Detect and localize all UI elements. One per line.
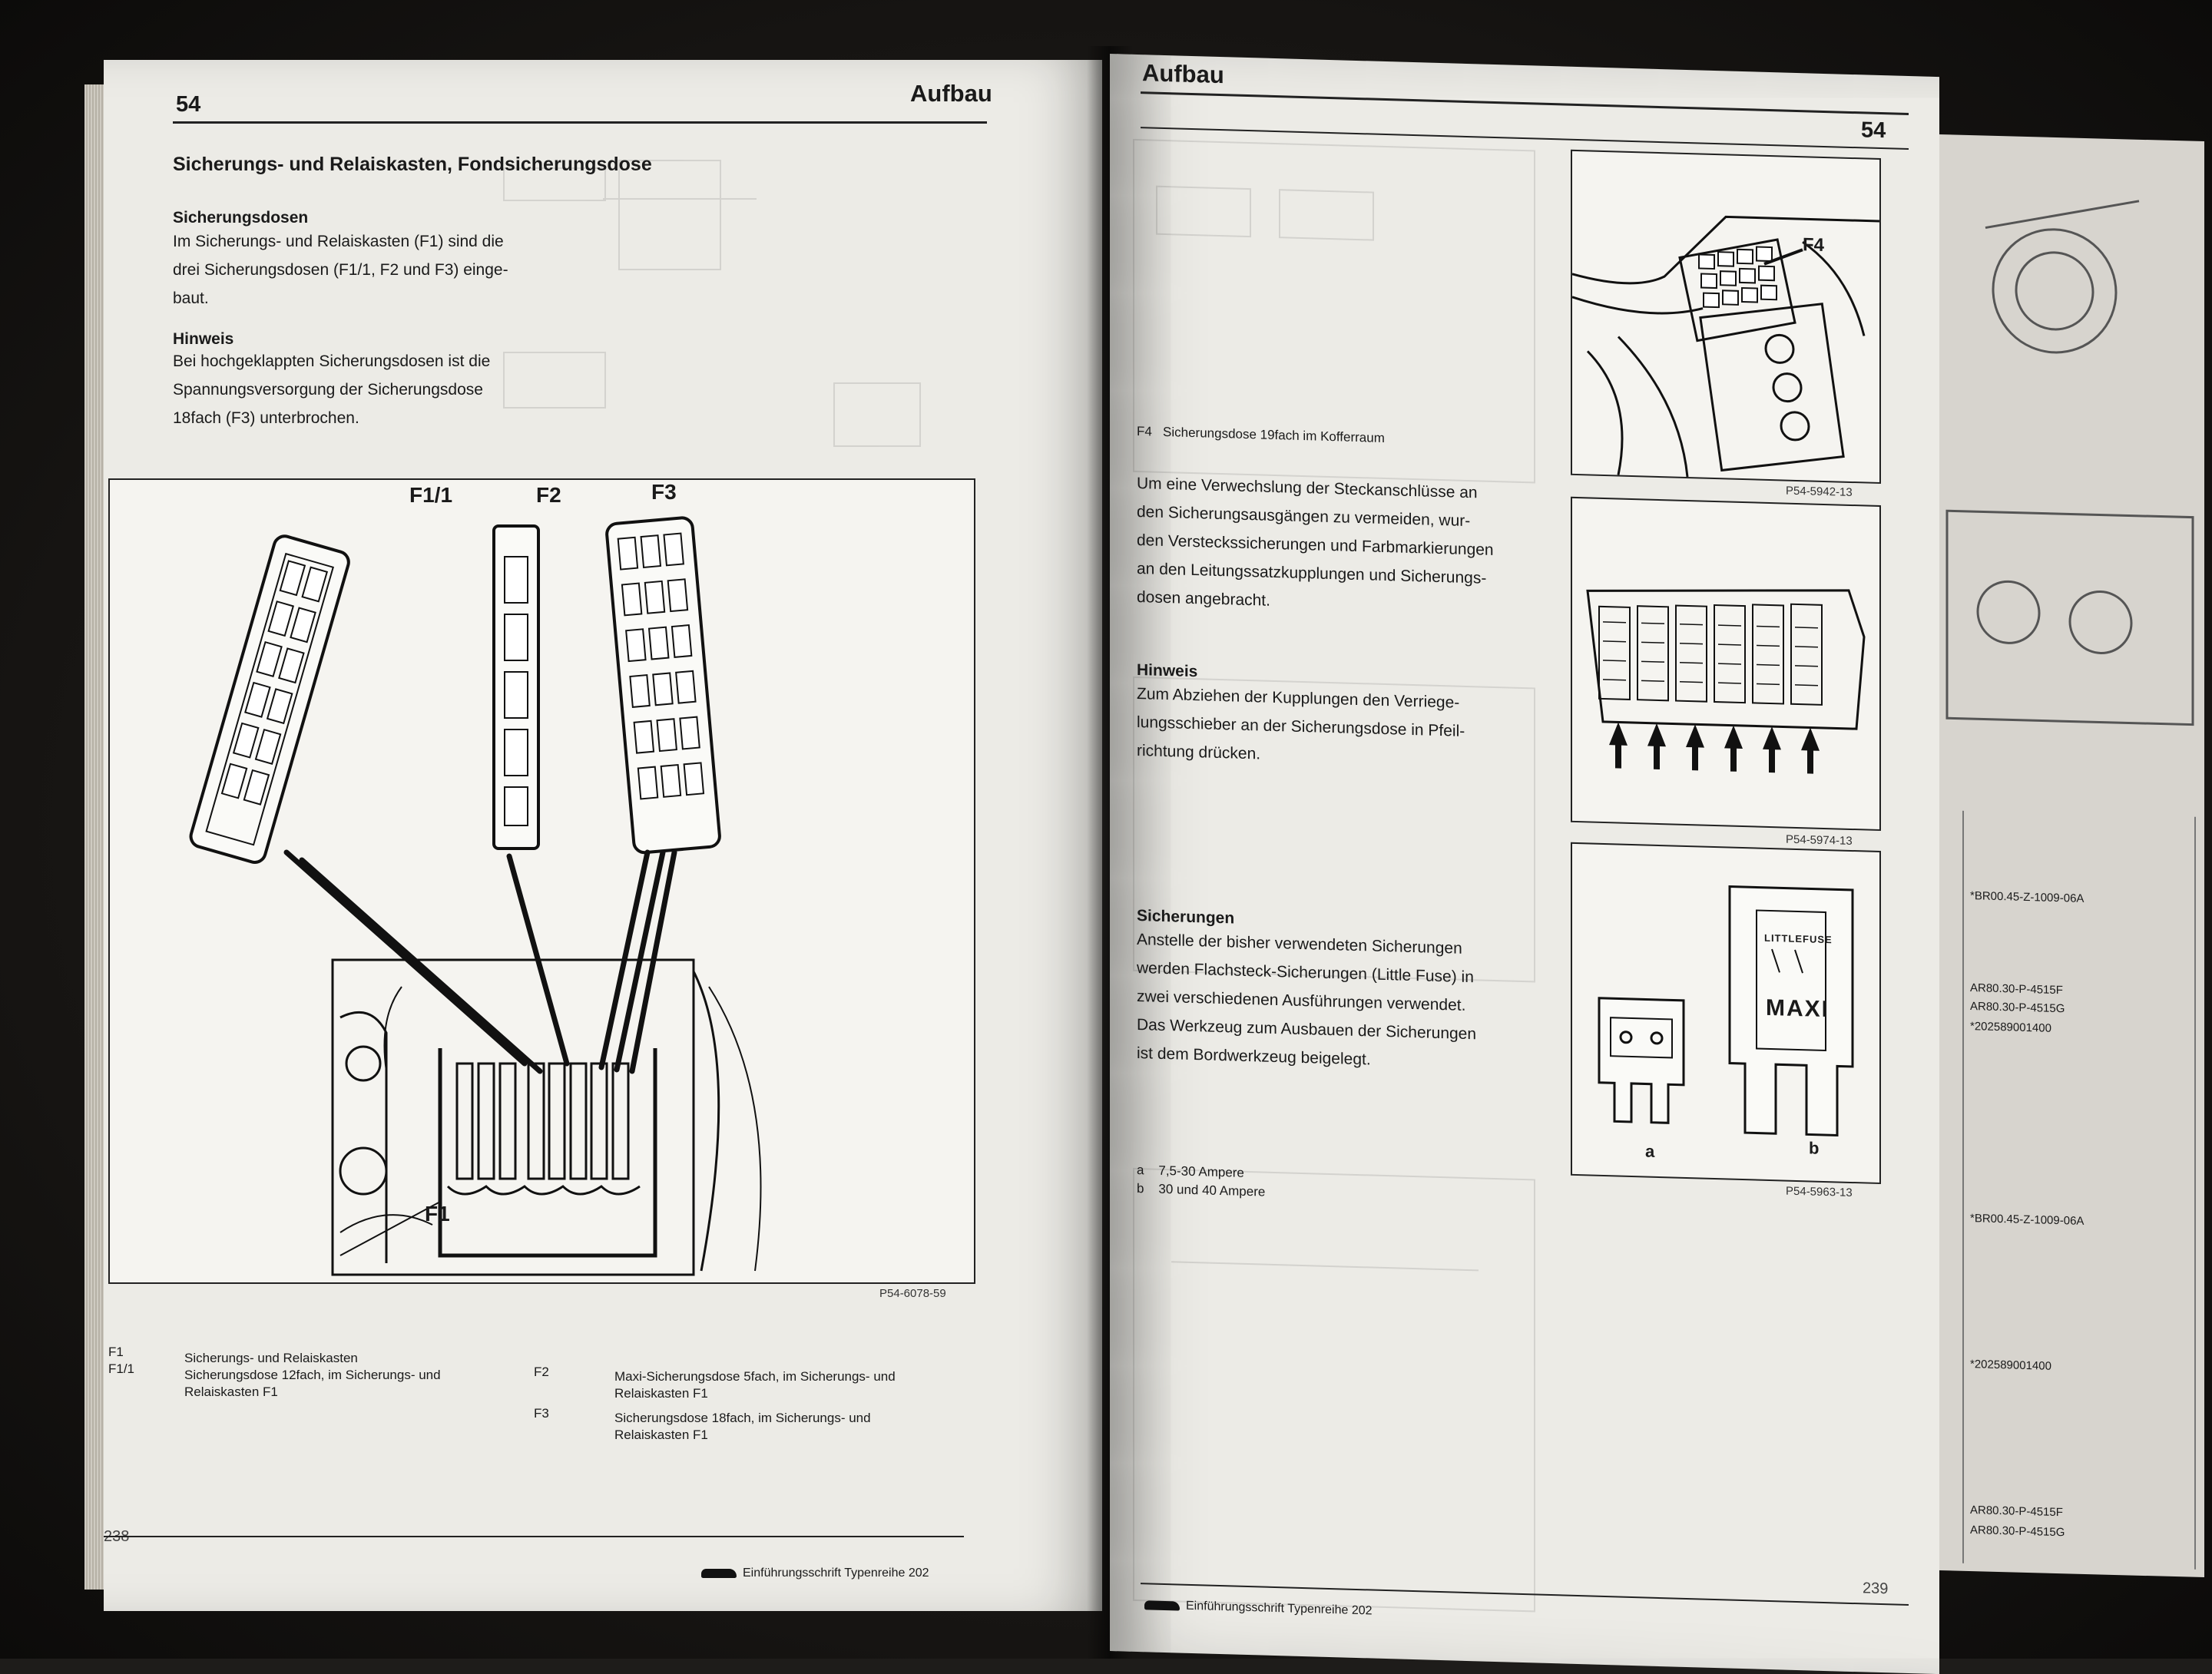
footer-text: Einführungsschrift Typenreihe 202 (1144, 1598, 1373, 1618)
fuse-carrier-f3 (605, 516, 721, 855)
label-a: a (1645, 1141, 1655, 1161)
legend-text-f3: Sicherungsdose 18fach, im Sicherungs- un… (614, 1411, 871, 1442)
little-fuse-figure: LITTLEFUSE MAXI a b (1571, 842, 1881, 1185)
ref-entry: *BR00.45-Z-1009-06A (1970, 1212, 2085, 1228)
ref-entry: *202589001400 (1970, 1358, 2051, 1373)
legend-code-f2: F2 (534, 1365, 549, 1379)
legend-code-f3: F3 (534, 1406, 549, 1421)
leader-lines (283, 849, 677, 1074)
figure-code-1: P54-5942-13 (1786, 484, 1853, 500)
footer-text: Einführungsschrift Typenreihe 202 (701, 1566, 929, 1580)
fuse-b (1728, 885, 1854, 1136)
legend-text-f2: Maxi-Sicherungsdose 5fach, im Sicherungs… (614, 1369, 896, 1401)
fuse-carrier-f1-1 (189, 534, 350, 864)
body-text: Um eine Verwechslung der Steckanschlüsse… (1137, 474, 1494, 610)
legend-code-f1: F1 (108, 1345, 124, 1359)
fuse-box-arrows-drawing (1586, 589, 1866, 774)
subsection-title: Sicherungsdosen (173, 209, 309, 227)
underlying-sheet: *BR00.45-Z-1009-06A AR80.30-P-4515F AR80… (1939, 134, 2204, 1578)
fuse-carrier-f2 (492, 524, 540, 850)
fuse-brand: LITTLEFUSE (1764, 931, 1833, 946)
label-f4: F4 (1803, 234, 1825, 256)
fuses-text: Anstelle der bisher verwendeten Sicherun… (1137, 930, 1477, 1069)
fuse-box-arrows-figure (1571, 496, 1881, 832)
label-f1-1: F1/1 (409, 483, 453, 507)
hint-text: Zum Abziehen der Kupplungen den Verriege… (1137, 684, 1465, 763)
page-number: 54 (1861, 117, 1886, 144)
left-page: 54 Aufbau Sicherungs- und Relaiskasten, … (104, 60, 1102, 1611)
ref-entry: AR80.30-P-4515G (1970, 1523, 2065, 1540)
trunk-fuse-figure: F4 (1571, 149, 1881, 485)
label-b: b (1809, 1138, 1820, 1158)
fuse-box-figure: F1/1 F2 F3 F1 (108, 478, 975, 1284)
arrows (1609, 722, 1820, 774)
header-rule (1141, 91, 1909, 116)
legend-code-f1-1: F1/1 (108, 1361, 135, 1376)
hint-title: Hinweis (173, 330, 234, 348)
little-fuse-drawing (1598, 885, 1854, 1136)
label-f2: F2 (536, 483, 561, 507)
fuse-box-drawing (189, 516, 762, 1276)
ref-entry: AR80.30-P-4515G (1970, 1000, 2065, 1016)
fig1-caption: F4 Sicherungsdose 19fach im Kofferraum (1137, 423, 1385, 445)
fuses-title: Sicherungen (1137, 906, 1235, 928)
right-page: Aufbau 54 F4 P54-5942-13 F4 Sich (1110, 54, 1939, 1674)
maxi-text: MAXI (1766, 994, 1830, 1023)
page-number: 54 (176, 92, 201, 117)
running-title: Aufbau (910, 80, 992, 107)
car-icon (1144, 1600, 1180, 1611)
header-rule (173, 121, 987, 124)
ref-entry: AR80.30-P-4515F (1970, 1504, 2063, 1520)
section-title: Sicherungs- und Relaiskasten, Fondsicher… (173, 154, 652, 175)
underlying-drawings (1945, 200, 2194, 726)
car-icon (701, 1568, 737, 1578)
engine-bay (331, 958, 762, 1276)
trunk-fuse-drawing (1571, 215, 1879, 478)
footer-rule (104, 1536, 964, 1537)
ref-entry: *202589001400 (1970, 1020, 2051, 1035)
legend-text-f1: Sicherungs- und Relaiskasten (184, 1351, 358, 1365)
page-folio: 239 (1863, 1580, 1889, 1598)
subheader-rule (1141, 127, 1909, 151)
fig3-legend-b: b 30 und 40 Ampere (1137, 1180, 1266, 1199)
subsection-text: Im Sicherungs- und Relaiskasten (F1) sin… (173, 233, 508, 307)
ref-entry: AR80.30-P-4515F (1970, 981, 2063, 997)
legend-text-f1-1: Sicherungsdose 12fach, im Sicherungs- un… (184, 1368, 441, 1399)
label-f1: F1 (425, 1202, 450, 1226)
ref-entry: *BR00.45-Z-1009-06A (1970, 889, 2085, 905)
fuse-a (1598, 997, 1685, 1124)
bleed-through (1125, 108, 1555, 1618)
label-f3: F3 (651, 480, 677, 504)
fig3-legend-a: a 7,5-30 Ampere (1137, 1162, 1244, 1180)
hint-title: Hinweis (1137, 660, 1198, 681)
hint-text: Bei hochgeklappten Sicherungsdosen ist d… (173, 352, 491, 427)
figure-code-3: P54-5963-13 (1786, 1184, 1853, 1200)
figure-code: P54-6078-59 (879, 1287, 946, 1300)
running-title: Aufbau (1142, 59, 1224, 89)
figure-code-2: P54-5974-13 (1786, 832, 1853, 849)
